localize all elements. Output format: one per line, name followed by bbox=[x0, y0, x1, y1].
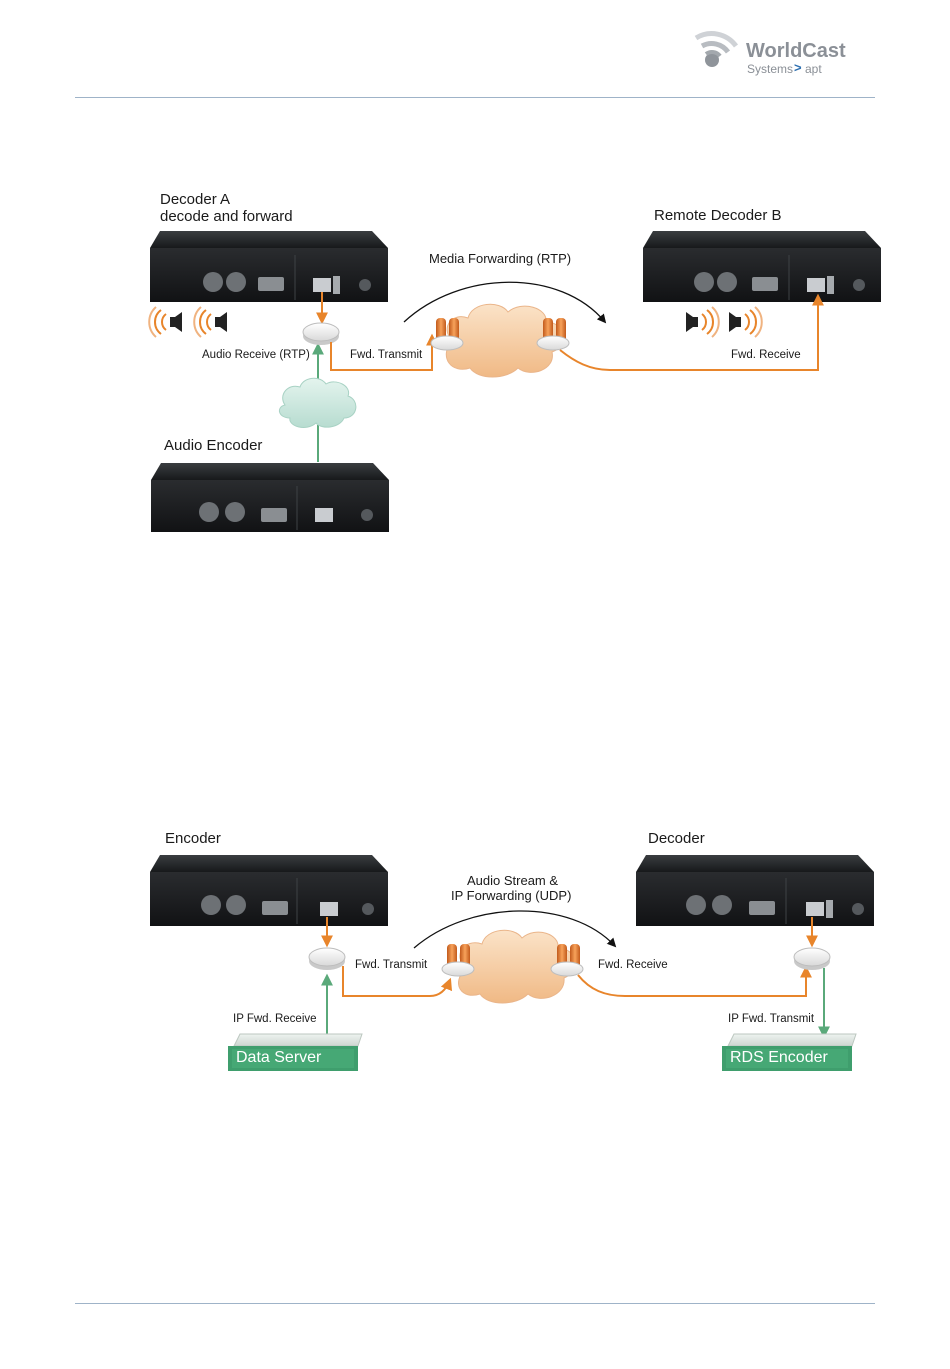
small-network-cloud bbox=[279, 378, 355, 427]
audio-stream-label-line2: IP Forwarding (UDP) bbox=[451, 888, 571, 903]
fwd-receive-label-1: Fwd. Receive bbox=[731, 349, 801, 361]
audio-stream-label-line1: Audio Stream & bbox=[467, 873, 558, 888]
media-forwarding-label: Media Forwarding (RTP) bbox=[429, 251, 571, 266]
orange-link-fwd-receive-2 bbox=[578, 968, 806, 996]
fwd-transmit-label-1: Fwd. Transmit bbox=[350, 349, 422, 361]
decoder-a-title-line1: Decoder A bbox=[160, 191, 230, 208]
decoder-title: Decoder bbox=[648, 830, 705, 847]
cloud-router-left-1 bbox=[431, 318, 463, 350]
decoder-a-device bbox=[150, 231, 388, 302]
decoder-a-title-line2: decode and forward bbox=[160, 208, 293, 225]
audio-encoder-device bbox=[151, 463, 389, 532]
speaker-icon-group-a bbox=[149, 307, 227, 337]
router-a bbox=[303, 323, 339, 345]
decoder-device bbox=[636, 855, 874, 926]
rds-encoder-label: RDS Encoder bbox=[730, 1049, 828, 1067]
audio-receive-label: Audio Receive (RTP) bbox=[202, 349, 310, 361]
fwd-transmit-label-2: Fwd. Transmit bbox=[355, 959, 427, 971]
encoder-title: Encoder bbox=[165, 830, 221, 847]
data-server-label: Data Server bbox=[236, 1049, 321, 1067]
speaker-icon-group-b bbox=[686, 307, 762, 337]
router-decoder bbox=[794, 948, 830, 970]
decoder-b-title: Remote Decoder B bbox=[654, 207, 782, 224]
router-encoder bbox=[309, 948, 345, 970]
encoder-device bbox=[150, 855, 388, 926]
ip-fwd-transmit-label: IP Fwd. Transmit bbox=[728, 1013, 814, 1025]
cloud-router-left-2 bbox=[442, 944, 474, 976]
fwd-receive-label-2: Fwd. Receive bbox=[598, 959, 668, 971]
decoder-b-device bbox=[643, 231, 881, 302]
ip-fwd-receive-label: IP Fwd. Receive bbox=[233, 1013, 317, 1025]
audio-encoder-title: Audio Encoder bbox=[164, 437, 262, 454]
